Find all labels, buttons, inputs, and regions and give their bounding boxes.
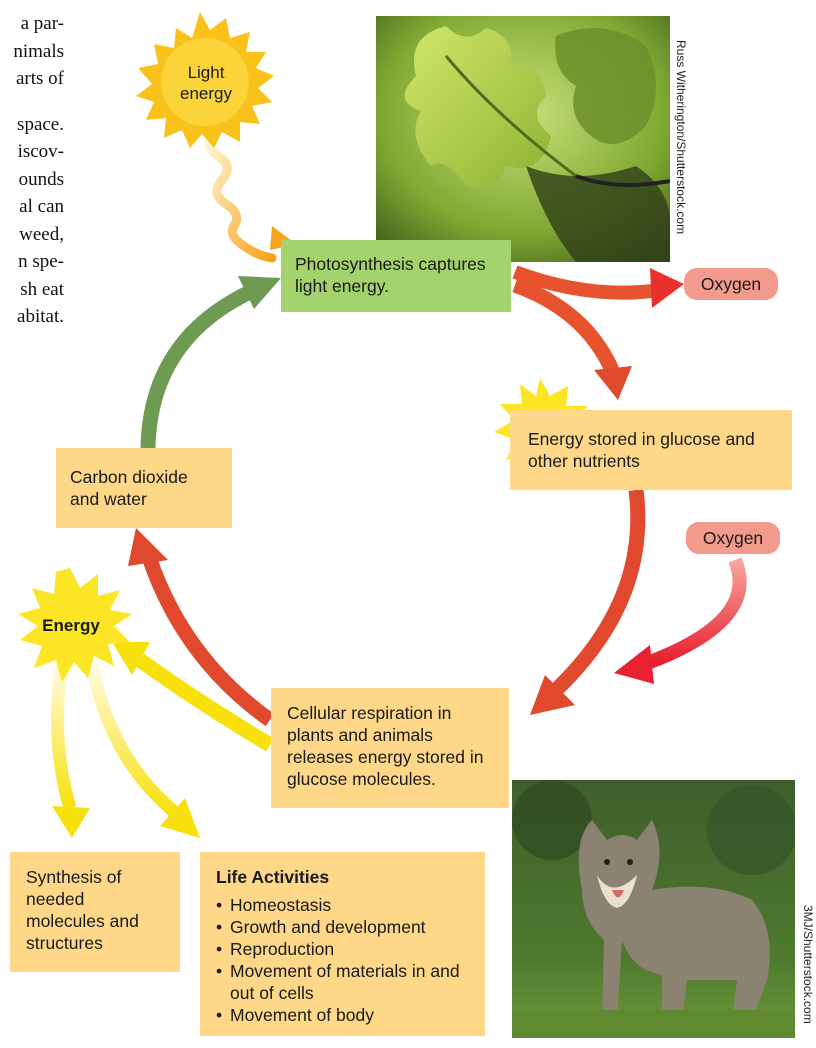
list-item: •Movement of body (216, 1004, 469, 1026)
synthesis-arrowhead (52, 806, 90, 838)
glucose-box: Energy stored in glucose and other nutri… (510, 410, 792, 490)
life-activities-title: Life Activities (216, 866, 469, 888)
photosynthesis-box: Photosynthesis captures light energy. (281, 240, 511, 312)
sun-label: Light energy (170, 62, 242, 104)
respiration-to-co2-arrow (150, 560, 270, 720)
oxygen-top-pill: Oxygen (684, 268, 778, 300)
life-activities-list: •Homeostasis •Growth and development •Re… (216, 894, 469, 1026)
oxygen-to-respiration-arrow (650, 560, 740, 662)
energy-to-synthesis-arrow (58, 665, 71, 808)
list-item: •Reproduction (216, 938, 469, 960)
energy-to-life-arrow (92, 665, 178, 815)
co2-box: Carbon dioxide and water (56, 448, 232, 528)
energy-burst-label: Energy (36, 615, 106, 636)
light-energy-arrow (209, 132, 272, 258)
co2-to-photosynthesis-arrow (148, 292, 250, 448)
oxygen-top-arrowhead (650, 268, 684, 308)
oxygen-right-pill: Oxygen (686, 522, 780, 554)
life-activities-box: Life Activities •Homeostasis •Growth and… (200, 852, 485, 1036)
synthesis-box: Synthesis of needed molecules and struct… (10, 852, 180, 972)
list-item: •Movement of materials in and out of cel… (216, 960, 469, 1004)
glucose-arrowhead (594, 366, 632, 400)
oxygen-right-arrowhead (614, 645, 654, 684)
glucose-to-respiration-arrow (556, 490, 638, 690)
respiration-box: Cellular respiration in plants and anima… (271, 688, 509, 808)
list-item: •Homeostasis (216, 894, 469, 916)
list-item: •Growth and development (216, 916, 469, 938)
co2-arrowhead (128, 528, 168, 566)
